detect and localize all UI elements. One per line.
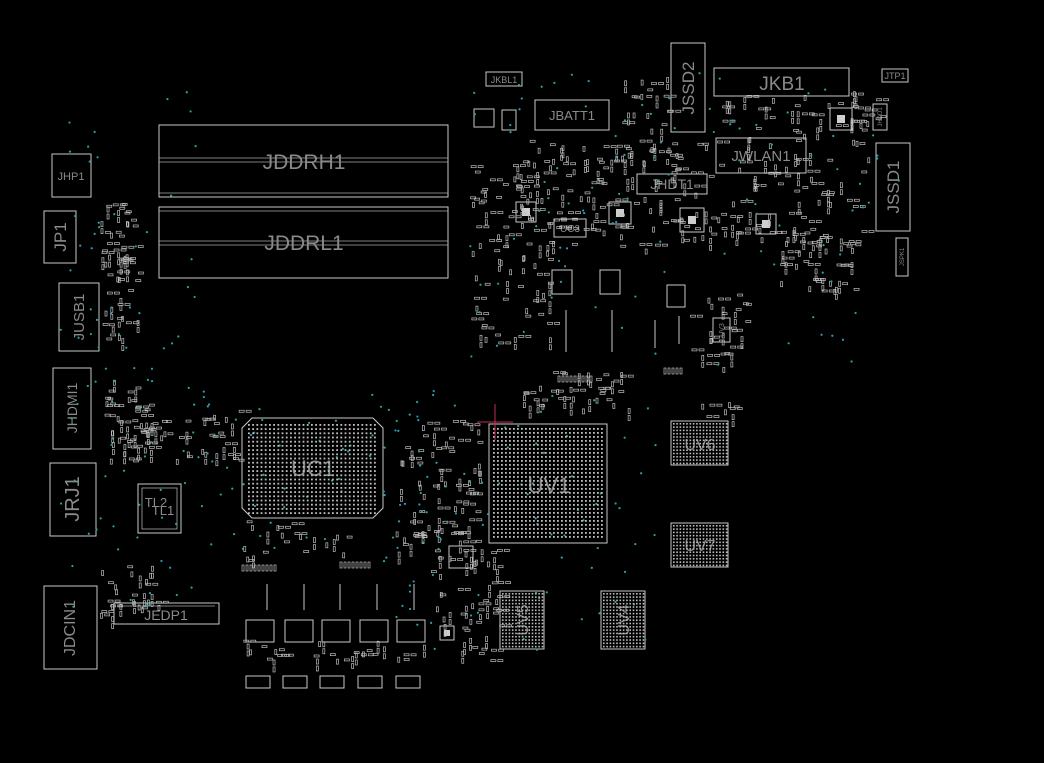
label-jwlan1: JWLAN1 [731, 148, 790, 165]
ddr-slot-jddrl1[interactable]: JDDRL1 [158, 206, 449, 279]
label-jbatt1: JBATT1 [549, 108, 595, 123]
connector-jdcin1[interactable]: JDCIN1 [43, 585, 98, 670]
label-uc1: UC1 [291, 456, 335, 481]
label-jddrh1: JDDRH1 [263, 151, 346, 174]
label-jssd2: JSSD2 [679, 62, 698, 115]
label-uv6: UV6 [684, 437, 715, 454]
label-jhdt1: JHDT1 [650, 176, 694, 192]
label-jhdmi1: JHDMI1 [64, 383, 80, 434]
label-jrj1: JRJ1 [62, 476, 84, 522]
connector-jssd1[interactable]: JSSD1 [875, 142, 911, 232]
label-jhp1: JHP1 [58, 171, 85, 183]
label-uv4: UV4 [616, 604, 633, 635]
inductor-row [245, 310, 680, 689]
connector-jhdmi1[interactable]: JHDMI1 [52, 367, 92, 450]
connector-jssd2[interactable]: JSSD2 [670, 42, 706, 133]
connector-jkb1[interactable]: JKB1 [713, 67, 850, 97]
qfn-chips [439, 107, 853, 641]
connector-jedp1[interactable]: JEDP1 [113, 602, 220, 625]
label-uv7: UV7 [684, 538, 715, 555]
label-jtp1: JTP1 [884, 71, 905, 81]
vias [59, 72, 900, 651]
label-uv3: UV3 [719, 323, 726, 337]
connector-jhdt1[interactable]: JHDT1 [636, 173, 708, 195]
connector-jwlan1[interactable]: JWLAN1 [715, 137, 807, 174]
label-jddrl1: JDDRL1 [264, 232, 343, 255]
label-jusb1: JUSB1 [71, 294, 88, 341]
label-jdcin1: JDCIN1 [62, 600, 79, 656]
label-jp1: JP1 [51, 222, 70, 251]
label-jkbl1: JKBL1 [491, 75, 518, 85]
connector-jbatt1[interactable]: JBATT1 [534, 99, 610, 131]
connector-jspk1[interactable]: JSPK1 [895, 237, 909, 277]
smd-pads [100, 77, 889, 673]
bga-balls [248, 423, 728, 648]
cursor-crosshair [477, 404, 513, 440]
label-tl2: TL2 [145, 495, 167, 510]
connector-jhp1[interactable]: JHP1 [51, 153, 92, 198]
connector-jusb1[interactable]: JUSB1 [58, 282, 100, 352]
label-uv5: UV5 [515, 604, 532, 635]
label-jedp1: JEDP1 [144, 607, 188, 623]
connector-jtp1[interactable]: JTP1 [881, 68, 909, 83]
connector-jrj1[interactable]: JRJ1 [49, 462, 97, 537]
ddr-slot-jddrh1[interactable]: JDDRH1 [158, 124, 449, 198]
connector-jhdd1[interactable]: JHDD1 [872, 103, 888, 131]
label-jkb1: JKB1 [759, 74, 804, 95]
label-jspk1: JSPK1 [900, 247, 906, 266]
transformer-tl1-tl2[interactable]: TL2 TL1 [137, 483, 182, 534]
connector-jkbl1[interactable]: JKBL1 [485, 71, 523, 87]
label-tl1: TL1 [152, 503, 174, 518]
connector-jp1[interactable]: JP1 [43, 210, 77, 264]
label-jssd1: JSSD1 [884, 161, 903, 214]
